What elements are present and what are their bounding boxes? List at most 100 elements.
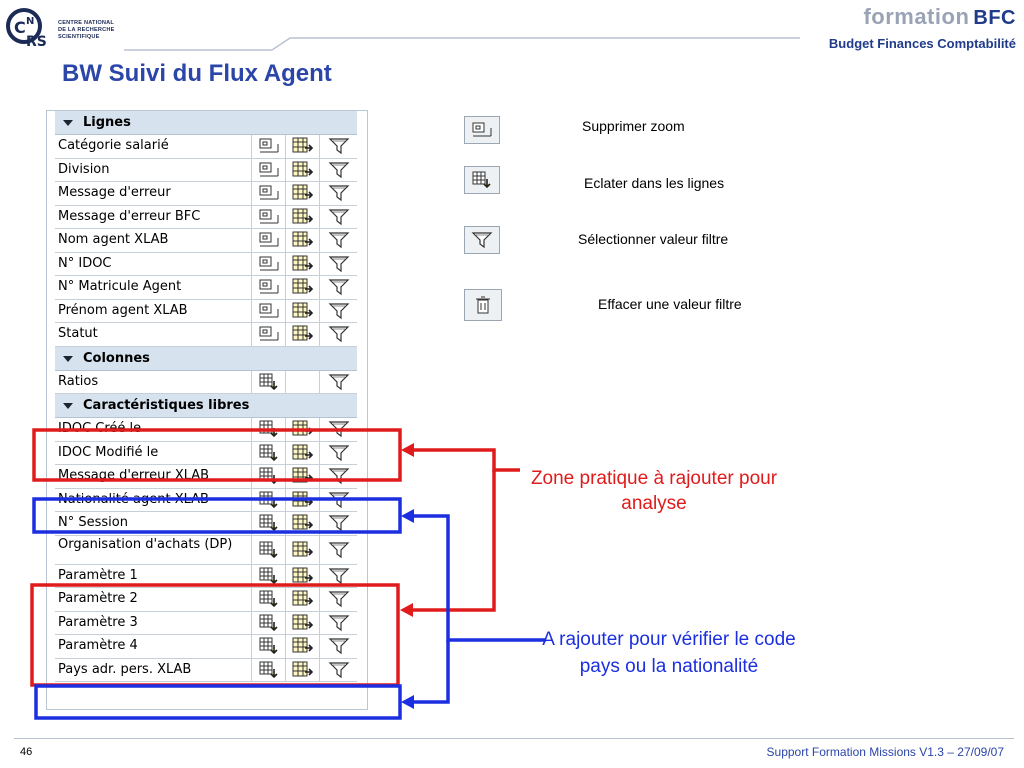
characteristic-label[interactable]: Message d'erreur <box>55 182 252 205</box>
filter-icon-button[interactable] <box>320 465 357 488</box>
filter-icon-button[interactable] <box>320 612 357 635</box>
explode-rows-icon-button[interactable] <box>286 488 320 511</box>
section-header-2[interactable]: Caractéristiques libres <box>55 394 357 418</box>
footer-text: Support Formation Missions V1.3 – 27/09/… <box>766 745 1004 759</box>
filter-icon-button[interactable] <box>320 442 357 465</box>
filter-icon-button[interactable] <box>320 276 357 299</box>
characteristic-label[interactable]: N° IDOC <box>55 252 252 275</box>
filter-icon-button[interactable] <box>320 489 357 512</box>
filter-icon-button[interactable] <box>320 253 357 276</box>
explode-rows-icon-button[interactable] <box>286 441 320 464</box>
characteristic-label[interactable]: Division <box>55 158 252 181</box>
collapse-triangle-icon[interactable] <box>63 355 73 362</box>
drilldown-rows-icon-button[interactable] <box>252 488 286 511</box>
explode-rows-icon-button[interactable] <box>286 512 320 535</box>
remove-zoom-icon-button[interactable] <box>252 205 286 228</box>
drilldown-rows-icon-button[interactable] <box>252 535 286 564</box>
explode-rows-icon-button[interactable] <box>286 535 320 564</box>
characteristic-label[interactable]: Paramètre 2 <box>55 588 252 611</box>
characteristic-label[interactable]: Nationalité agent XLAB <box>55 488 252 511</box>
filter-icon-button[interactable] <box>320 512 357 535</box>
filter-icon-button[interactable] <box>320 659 357 682</box>
filter-icon-button[interactable] <box>320 159 357 182</box>
characteristic-label[interactable]: Prénom agent XLAB <box>55 299 252 322</box>
filter-icon-button[interactable] <box>320 323 357 346</box>
characteristic-label[interactable]: IDOC Modifié le <box>55 441 252 464</box>
filter-icon-button[interactable] <box>320 536 357 564</box>
remove-zoom-icon-button[interactable] <box>252 276 286 299</box>
characteristic-row: Paramètre 4 <box>55 635 357 659</box>
characteristic-label[interactable]: Catégorie salarié <box>55 135 252 158</box>
characteristic-label[interactable]: Paramètre 1 <box>55 564 252 587</box>
brand-formation: formation <box>863 4 970 29</box>
characteristic-label[interactable]: Paramètre 3 <box>55 611 252 634</box>
drilldown-rows-icon-button[interactable] <box>252 564 286 587</box>
characteristic-label[interactable]: Nom agent XLAB <box>55 229 252 252</box>
explode-rows-icon-button[interactable] <box>286 611 320 634</box>
characteristic-label[interactable]: Message d'erreur BFC <box>55 205 252 228</box>
drilldown-rows-icon-button[interactable] <box>252 658 286 681</box>
remove-zoom-icon-button[interactable] <box>252 299 286 322</box>
explode-rows-icon-button[interactable] <box>286 276 320 299</box>
explode-rows-icon <box>292 231 313 247</box>
filter-icon-button[interactable] <box>320 206 357 229</box>
filter-icon-button[interactable] <box>320 565 357 588</box>
filter-icon-button[interactable] <box>320 588 357 611</box>
filter-icon-button[interactable] <box>320 135 357 158</box>
explode-rows-icon-button[interactable] <box>286 299 320 322</box>
filter-icon-button[interactable] <box>320 229 357 252</box>
characteristic-label[interactable]: Statut <box>55 323 252 346</box>
filter-icon-button[interactable] <box>320 635 357 658</box>
filter-icon <box>328 541 349 558</box>
explode-rows-icon-button[interactable] <box>286 418 320 441</box>
explode-rows-icon-button[interactable] <box>286 135 320 158</box>
characteristic-label[interactable]: Organisation d'achats (DP) <box>55 535 252 564</box>
filter-icon-button[interactable] <box>320 300 357 323</box>
drilldown-rows-icon-button[interactable] <box>252 588 286 611</box>
drilldown-rows-icon <box>259 590 278 608</box>
characteristic-label[interactable]: Paramètre 4 <box>55 635 252 658</box>
filter-icon-button[interactable] <box>320 371 357 394</box>
drilldown-rows-icon-button[interactable] <box>252 441 286 464</box>
explode-rows-icon-button[interactable] <box>286 635 320 658</box>
remove-zoom-icon-button[interactable] <box>252 182 286 205</box>
remove-zoom-icon <box>259 279 278 294</box>
explode-rows-icon-button[interactable] <box>286 158 320 181</box>
drilldown-rows-icon-button[interactable] <box>252 370 286 393</box>
drilldown-rows-icon-button[interactable] <box>252 512 286 535</box>
explode-rows-icon-button[interactable] <box>286 205 320 228</box>
remove-zoom-icon-button[interactable] <box>252 229 286 252</box>
drilldown-rows-icon-button[interactable] <box>252 611 286 634</box>
explode-rows-icon-button[interactable] <box>286 323 320 346</box>
drilldown-rows-icon <box>259 514 278 532</box>
drilldown-rows-icon-button[interactable] <box>252 418 286 441</box>
characteristic-label[interactable]: N° Session <box>55 512 252 535</box>
remove-zoom-icon-button[interactable] <box>252 323 286 346</box>
section-header-0[interactable]: Lignes <box>55 111 357 135</box>
explode-rows-icon-button[interactable] <box>286 252 320 275</box>
characteristic-label[interactable]: Message d'erreur XLAB <box>55 465 252 488</box>
remove-zoom-icon-button[interactable] <box>252 135 286 158</box>
section-header-1[interactable]: Colonnes <box>55 346 357 371</box>
collapse-triangle-icon[interactable] <box>63 403 73 409</box>
remove-zoom-icon-button[interactable] <box>252 252 286 275</box>
cnrs-logo: C RS N CENTRE NATIONAL DE LA RECHERCHE S… <box>4 6 124 50</box>
characteristic-label[interactable]: Pays adr. pers. XLAB <box>55 658 252 681</box>
explode-rows-icon-button[interactable] <box>286 229 320 252</box>
explode-rows-icon-button[interactable] <box>286 182 320 205</box>
filter-icon-button[interactable] <box>320 418 357 441</box>
explode-rows-icon-button[interactable] <box>286 465 320 488</box>
characteristic-label[interactable]: N° Matricule Agent <box>55 276 252 299</box>
drilldown-rows-icon-button[interactable] <box>252 465 286 488</box>
remove-zoom-icon-button[interactable] <box>252 158 286 181</box>
filter-icon <box>328 232 349 249</box>
collapse-triangle-icon[interactable] <box>63 120 73 126</box>
characteristic-row: IDOC Créé le <box>55 418 357 442</box>
filter-icon-button[interactable] <box>320 182 357 205</box>
explode-rows-icon-button[interactable] <box>286 588 320 611</box>
characteristic-label[interactable]: Ratios <box>55 370 252 393</box>
drilldown-rows-icon-button[interactable] <box>252 635 286 658</box>
characteristic-label[interactable]: IDOC Créé le <box>55 418 252 441</box>
explode-rows-icon-button[interactable] <box>286 658 320 681</box>
explode-rows-icon-button[interactable] <box>286 564 320 587</box>
